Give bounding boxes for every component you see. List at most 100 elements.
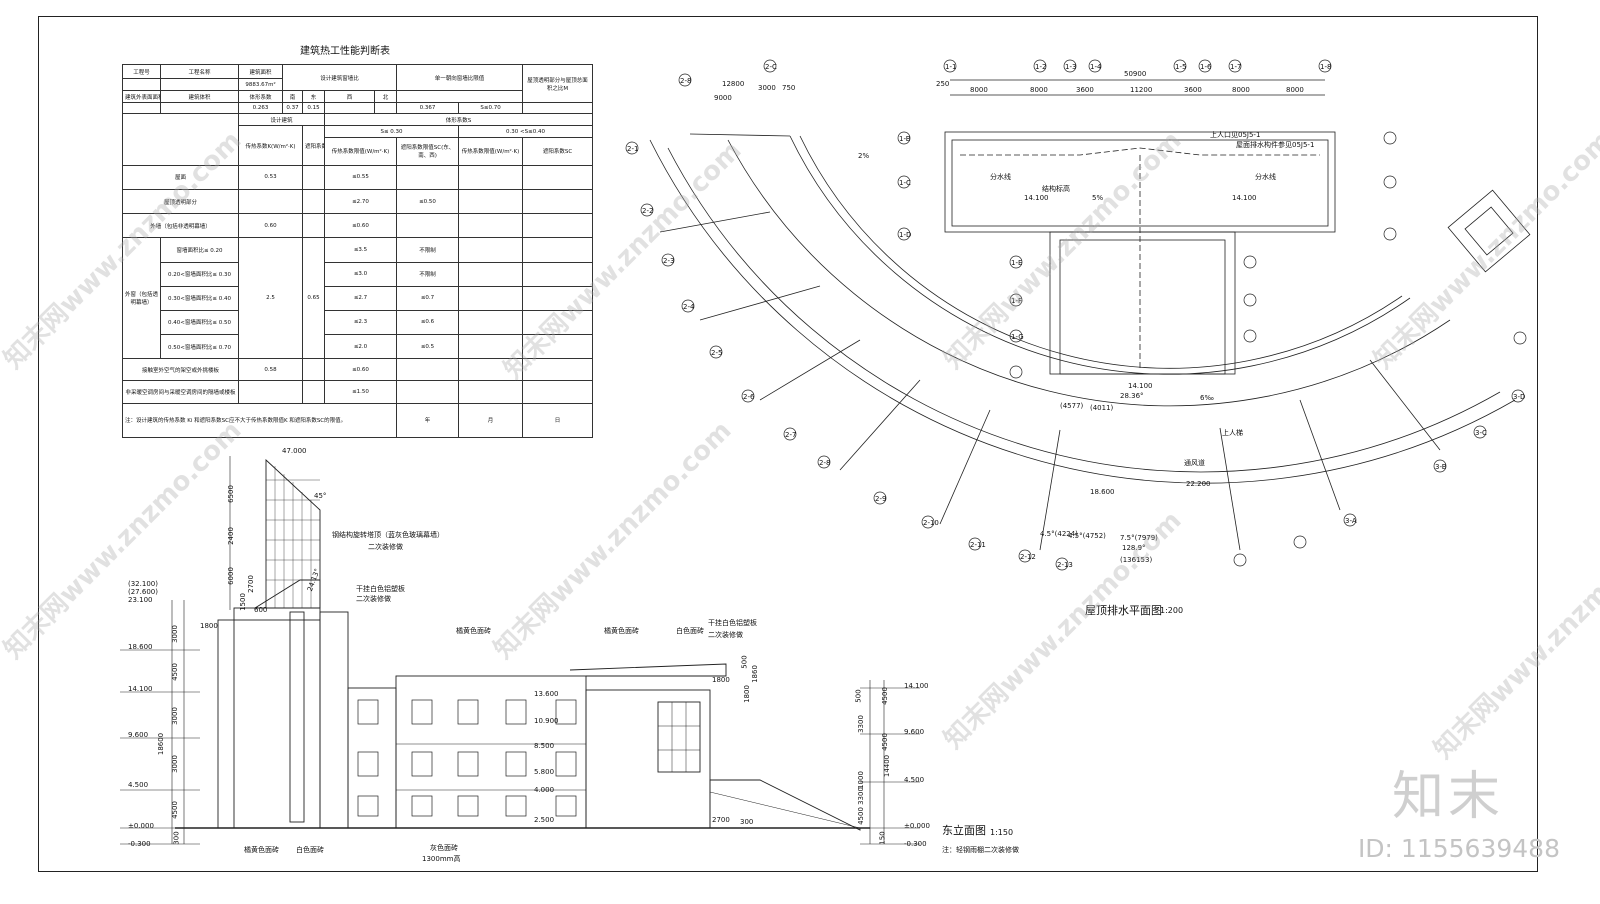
tower-shaft: [233, 607, 321, 829]
axis-label: 2-3: [663, 257, 675, 265]
plan-t-block-stem-inner: [1059, 239, 1226, 375]
plan-dim: 3600: [1184, 86, 1202, 94]
level-label: (27.600): [128, 588, 158, 596]
dim-label: 1500: [238, 593, 247, 611]
cell: 0.30<窗墙面积比≤ 0.40: [160, 285, 239, 311]
plan-t-block-top-inner: [951, 139, 1329, 227]
material-note: 白色面砖: [296, 846, 324, 854]
axis-bubbles-left-of-t: [897, 131, 1397, 379]
radial-line: [1219, 427, 1241, 551]
axis-label: 2-8: [819, 459, 831, 467]
axis-label: 3-C: [1475, 429, 1487, 437]
cell: 单一朝向窗墙比限值: [396, 63, 524, 92]
radial-line: [1369, 359, 1441, 451]
level-label: 9.600: [128, 731, 149, 739]
axis-label: 1-1: [945, 63, 957, 71]
plan-dim: 11200: [1130, 86, 1153, 94]
plan-label: 6‰: [1200, 394, 1214, 402]
plan-dim: 8000: [1030, 86, 1048, 94]
dim-label: 4500: [880, 733, 889, 751]
axis-label: 1-D: [899, 231, 912, 239]
dim-label: 4500: [170, 663, 179, 681]
axis-label: 2-4: [683, 303, 695, 311]
cell: 0.40<窗墙面积比≤ 0.50: [160, 309, 239, 336]
axis-label: 2-6: [743, 393, 755, 401]
level-label: 4.500: [904, 776, 925, 784]
dim-label: 600: [254, 606, 268, 614]
plan-label: (4011): [1090, 404, 1114, 412]
material-note: 二次装修做: [368, 543, 403, 551]
cell: 0.60: [238, 213, 303, 239]
plan-dim: 8000: [1286, 86, 1304, 94]
glass-tower-grid: [266, 466, 320, 608]
material-note: 白色面砖: [676, 627, 704, 635]
plan-label: 通风道: [1184, 459, 1205, 467]
axis-label: 2-C: [765, 63, 777, 71]
axis-label: 2-12: [1020, 553, 1036, 561]
level-label: 23.100: [128, 596, 153, 604]
right-block-window: [657, 701, 701, 773]
plan-curved-wing-inner-2: [799, 135, 1403, 369]
dim-label: 300: [172, 831, 181, 845]
cell: ≤0.55: [323, 164, 398, 190]
dim-label: 3300: [856, 715, 865, 733]
dim-label: 1800: [200, 622, 218, 630]
dim-label: 45°: [314, 492, 327, 500]
cell: ≤2.7: [323, 285, 398, 311]
radial-line: [699, 285, 821, 321]
tower-body: [217, 619, 321, 829]
plan-label: 4.5°(4224): [1040, 530, 1078, 538]
axis-label: 1-G: [1011, 333, 1024, 341]
material-note: 1300mm高: [422, 855, 461, 863]
stair-ramp: [709, 779, 861, 831]
plan-label: 14.100: [1232, 194, 1257, 202]
east-elevation: [120, 456, 920, 845]
plan-curved-wing-inner: [789, 135, 1411, 375]
radial-line: [839, 379, 921, 471]
tower-right: [319, 611, 349, 829]
plan-label: (4577): [1060, 402, 1084, 410]
dim-label: 1800: [712, 676, 730, 684]
dim-label: 1800: [742, 685, 751, 703]
cell: 传热系数限值(W/m²·K): [323, 136, 398, 166]
middle-block: [347, 687, 397, 829]
plan-dim: 3600: [1076, 86, 1094, 94]
plan-label: 屋面排水构件参见05J5-1: [1236, 141, 1315, 149]
cell: 遮阳系数限值SC(东、南、西): [396, 136, 460, 166]
dim-label: 4500: [856, 807, 865, 825]
plan-label: 分水线: [990, 173, 1011, 181]
axis-label: 1-4: [1090, 63, 1102, 71]
level-markers-right: [860, 680, 920, 845]
axis-label: 1-7: [1230, 63, 1242, 71]
axis-bubbles-top: [678, 59, 1332, 87]
dim-label: 2700: [246, 575, 255, 593]
axis-label: 1-2: [1035, 63, 1047, 71]
plan-dim: 250: [936, 80, 950, 88]
axis-label: 1-B: [899, 135, 911, 143]
axis-label: 2-2: [642, 207, 654, 215]
dim-label: 500: [854, 689, 863, 703]
plan-label: 2%: [858, 152, 870, 160]
material-note: 300: [740, 818, 754, 826]
plan-curved-wing-outer-2: [667, 147, 1501, 473]
cell: ≤2.70: [323, 188, 398, 215]
plan-label: 14.100: [1024, 194, 1049, 202]
cell: 年: [396, 402, 460, 439]
dim-label: 150: [878, 831, 887, 845]
level-label: 9.600: [904, 728, 925, 736]
cell: 体形系数S: [323, 113, 594, 127]
axis-label: 3-A: [1345, 517, 1357, 525]
level-label: -0.300: [904, 840, 927, 848]
plan-curved-wing-mid: [727, 139, 1451, 407]
plan-label: 18.600: [1090, 488, 1115, 496]
cell: 北: [373, 90, 398, 104]
plan-dim: 9000: [714, 94, 732, 102]
cell: 屋顶透明部分与屋顶总面积之比M: [522, 63, 594, 104]
plan-label: 结构标高: [1042, 185, 1070, 193]
axis-label: 2-11: [970, 541, 986, 549]
material-note: 钢结构旋转塔顶（蓝灰色玻璃幕墙）: [332, 531, 444, 539]
axis-label: 1-C: [899, 179, 911, 187]
plan-label: 28.36°: [1120, 392, 1144, 400]
material-note: 橘黄色面砖: [456, 627, 491, 635]
